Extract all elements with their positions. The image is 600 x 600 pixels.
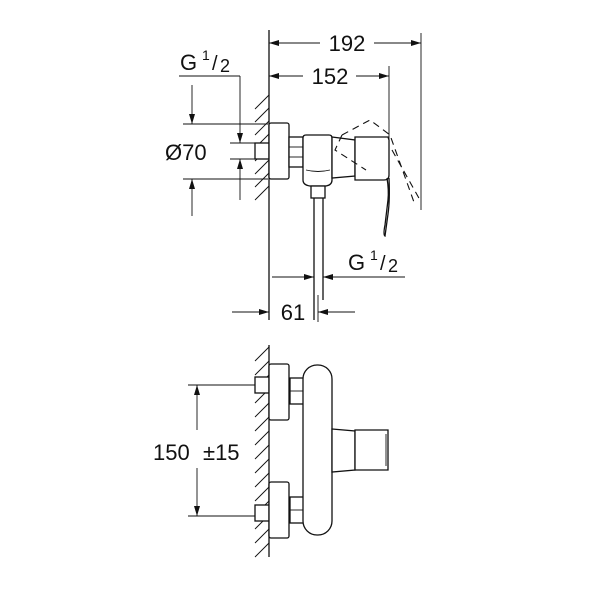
outlet-thread-denominator: 2: [388, 256, 398, 276]
front-view: 150 ±15: [153, 345, 389, 558]
dim-diameter-70: Ø70: [165, 140, 207, 165]
inlet-fitting: [254, 142, 270, 160]
outlet-connector: [310, 185, 326, 199]
upper-flange: [268, 363, 290, 421]
dim-150: 150: [153, 440, 190, 465]
lever-open-position: [341, 119, 416, 206]
outlet-thread-letter: G: [348, 250, 365, 275]
lever-arm: [383, 177, 390, 237]
dim-61: 61: [281, 300, 305, 325]
inlet-thread-letter: G: [180, 50, 197, 75]
inlet-thread-denominator: 2: [220, 56, 230, 76]
outlet-thread-numerator: 1: [370, 247, 378, 263]
dim-192: 192: [329, 31, 366, 56]
outlet-thread-slash: /: [380, 253, 386, 275]
wall-flange: [268, 122, 290, 180]
inlet-thread-numerator: 1: [202, 47, 210, 63]
inlet-thread-slash: /: [212, 53, 218, 75]
valve-body-front: [302, 364, 333, 536]
handle-front: [354, 429, 389, 471]
side-view: 192 152 G 1 / 2 Ø70 G 1 / 2 61: [165, 30, 422, 325]
dim-tolerance: ±15: [203, 440, 240, 465]
lever-handle: [354, 136, 390, 181]
nut: [288, 136, 304, 168]
dim-152: 152: [312, 64, 349, 89]
valve-body: [302, 134, 333, 187]
lower-flange: [268, 481, 290, 539]
